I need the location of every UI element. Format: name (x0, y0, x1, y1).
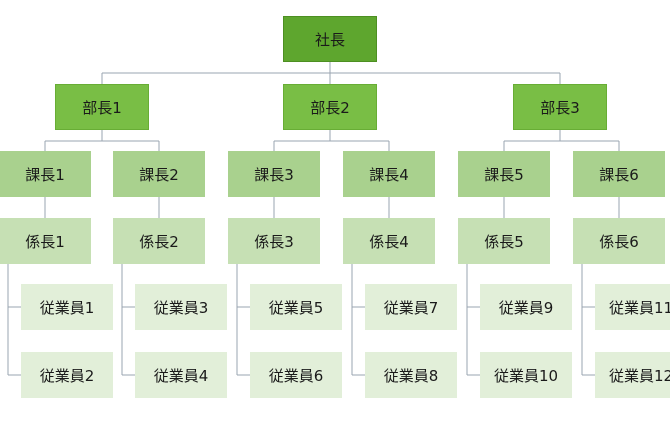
node-employee-7: 従業員7 (365, 284, 457, 330)
node-section-manager-2: 課長2 (113, 151, 205, 197)
node-chief-3: 係長3 (228, 218, 320, 264)
node-department-head-1: 部長1 (55, 84, 149, 130)
node-employee-1: 従業員1 (21, 284, 113, 330)
node-chief-1: 係長1 (0, 218, 91, 264)
node-employee-5: 従業員5 (250, 284, 342, 330)
node-employee-9: 従業員9 (480, 284, 572, 330)
node-chief-4: 係長4 (343, 218, 435, 264)
node-employee-12: 従業員12 (595, 352, 670, 398)
node-section-manager-5: 課長5 (458, 151, 550, 197)
node-section-manager-1: 課長1 (0, 151, 91, 197)
node-chief-2: 係長2 (113, 218, 205, 264)
node-department-head-2: 部長2 (283, 84, 377, 130)
node-employee-11: 従業員11 (595, 284, 670, 330)
node-employee-4: 従業員4 (135, 352, 227, 398)
node-section-manager-6: 課長6 (573, 151, 665, 197)
node-section-manager-3: 課長3 (228, 151, 320, 197)
node-chief-6: 係長6 (573, 218, 665, 264)
node-chief-5: 係長5 (458, 218, 550, 264)
node-employee-10: 従業員10 (480, 352, 572, 398)
node-president: 社長 (283, 16, 377, 62)
node-employee-8: 従業員8 (365, 352, 457, 398)
node-employee-3: 従業員3 (135, 284, 227, 330)
node-department-head-3: 部長3 (513, 84, 607, 130)
node-employee-2: 従業員2 (21, 352, 113, 398)
node-employee-6: 従業員6 (250, 352, 342, 398)
node-section-manager-4: 課長4 (343, 151, 435, 197)
